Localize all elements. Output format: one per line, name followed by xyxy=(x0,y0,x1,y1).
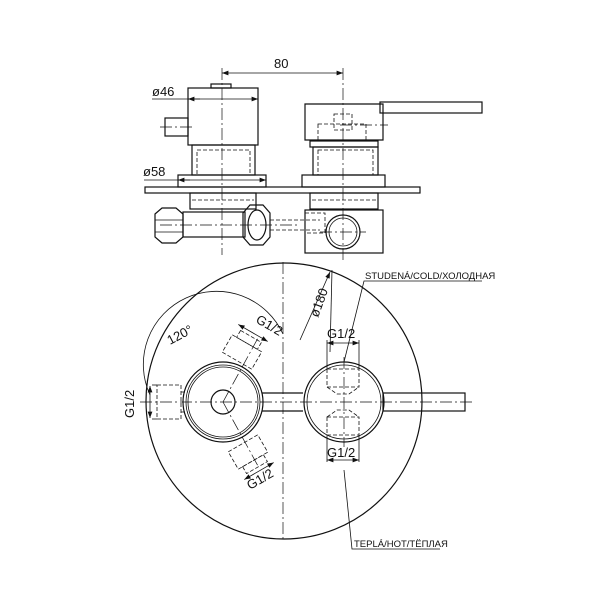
thread-hot: G1/2 xyxy=(327,445,355,460)
thread-upper-diag: G1/2 xyxy=(254,312,286,339)
thread-lower-diag: G1/2 xyxy=(244,466,276,493)
cover-plate xyxy=(145,262,423,540)
lever xyxy=(382,392,466,412)
thread-left: G1/2 xyxy=(122,390,137,418)
dim-cap-diameter: ø46 xyxy=(152,84,174,99)
dim-plate-diameter: ø180 xyxy=(307,286,331,319)
dim-flange-diameter: ø58 xyxy=(143,164,165,179)
label-hot: TEPLÁ/HOT/ТЁПЛАЯ xyxy=(354,539,448,550)
label-cold: STUDENÁ/COLD/ХОЛОДНАЯ xyxy=(365,271,495,282)
side-view: 80 ø46 ø58 xyxy=(143,56,483,260)
thread-cold: G1/2 xyxy=(327,326,355,341)
front-view: ø180 120° G1/2 G1/2 G1/2 xyxy=(122,262,495,550)
dim-spacing: 80 xyxy=(274,56,288,71)
